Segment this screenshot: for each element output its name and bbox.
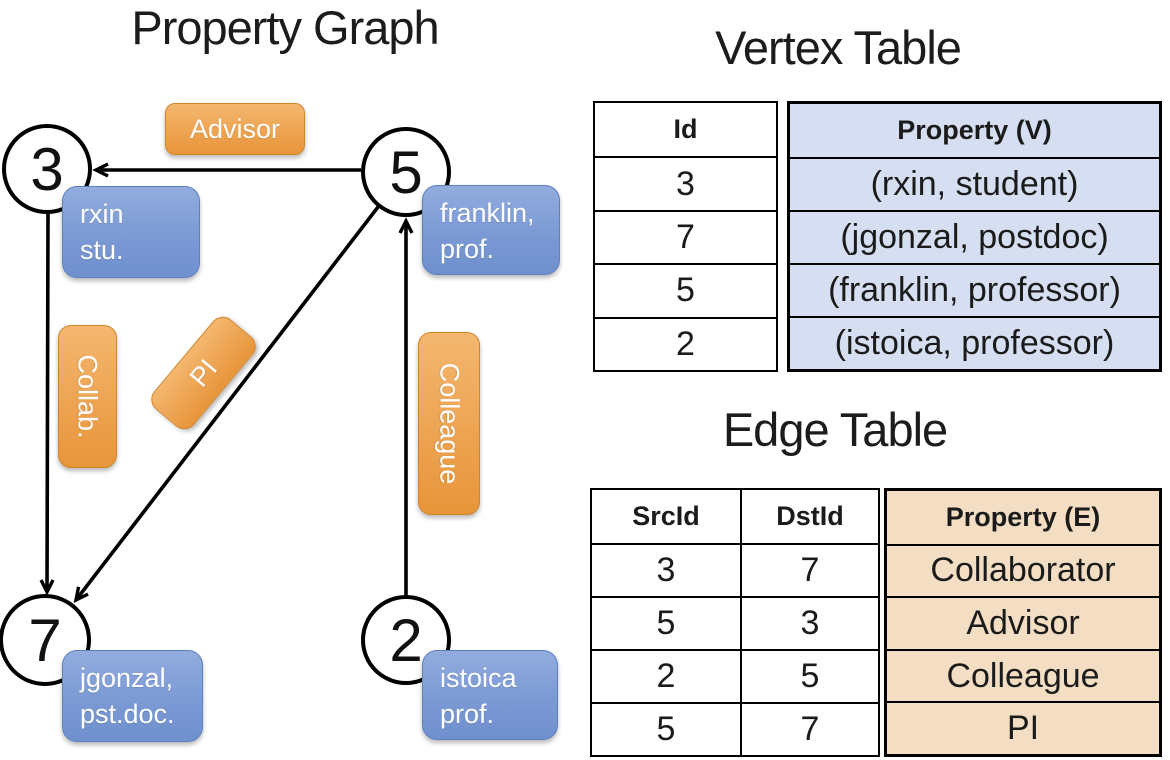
edge-property-cell: Colleague — [887, 648, 1159, 702]
vertex-label-rxin: rxin stu. — [62, 186, 200, 278]
edge-dst-cell: 5 — [740, 649, 878, 702]
vertex-number: 3 — [30, 135, 64, 203]
vertex-label-line2: stu. — [80, 234, 124, 265]
edge-line-collab-3-to-7 — [39, 213, 55, 596]
edge-table-title: Edge Table — [722, 403, 948, 456]
edge-label-text: Colleague — [434, 362, 465, 485]
edge-label-text: Advisor — [189, 113, 281, 144]
edge-dst-cell: 3 — [740, 596, 878, 649]
vertex-table-title: Vertex Table — [715, 21, 962, 74]
vertex-label-franklin: franklin, prof. — [422, 185, 560, 275]
vertex-property-cell: (istoica, professor) — [790, 316, 1159, 369]
vertex-id-cell: 5 — [595, 263, 776, 316]
vertex-table-property-column: Property (V) (rxin, student) (jgonzal, p… — [787, 101, 1162, 372]
vertex-label-line2: prof. — [440, 233, 495, 264]
vertex-label-line2: pst.doc. — [80, 698, 175, 729]
edge-label-collab: Collab. — [58, 325, 117, 468]
edge-property-cell: Collaborator — [887, 543, 1159, 597]
vertex-label-istoica: istoica prof. — [422, 650, 558, 740]
edge-property-cell: Advisor — [887, 596, 1159, 649]
vertex-id-cell: 2 — [595, 316, 776, 370]
vertex-label-line2: prof. — [440, 698, 495, 729]
edge-table-src-dst-columns: SrcId DstId 3 7 5 3 2 5 5 7 — [590, 488, 880, 757]
edge-dst-cell: 7 — [740, 543, 878, 596]
vertex-circle-5: 5 — [361, 127, 451, 217]
edge-table-header-property: Property (E) — [945, 501, 1101, 532]
edge-src-cell: 5 — [592, 596, 740, 649]
vertex-circle-2: 2 — [361, 595, 451, 685]
vertex-property-cell: (rxin, student) — [790, 157, 1159, 210]
vertex-id-cell: 7 — [595, 209, 776, 263]
property-graph-title: Property Graph — [131, 1, 439, 54]
vertex-number: 5 — [389, 138, 423, 206]
edge-table-header-dstid: DstId — [740, 490, 878, 543]
edge-label-text: Collab. — [73, 354, 104, 439]
edge-src-cell: 2 — [592, 649, 740, 702]
vertex-number: 7 — [28, 606, 62, 674]
edge-label-colleague: Colleague — [418, 332, 480, 515]
edge-src-cell: 5 — [592, 702, 740, 755]
vertex-label-line1: jgonzal, — [80, 663, 174, 693]
vertex-id-cell: 3 — [595, 156, 776, 209]
edge-src-cell: 3 — [592, 543, 740, 596]
edge-label-advisor: Advisor — [165, 103, 305, 155]
vertex-table-id-column: Id 3 7 5 2 — [593, 101, 778, 372]
vertex-number: 2 — [389, 606, 423, 674]
vertex-table-header-property: Property (V) — [897, 115, 1052, 145]
edge-label-text: PI — [183, 353, 223, 393]
edge-dst-cell: 7 — [740, 702, 878, 755]
vertex-property-cell: (franklin, professor) — [790, 263, 1159, 316]
vertex-label-line1: franklin, — [440, 198, 535, 228]
vertex-label-line1: rxin — [80, 199, 124, 229]
graph-edges-svg — [39, 162, 414, 604]
vertex-table-header-id: Id — [673, 114, 698, 145]
edge-property-cell: PI — [887, 701, 1159, 754]
edge-line-pi-5-to-7 — [73, 205, 380, 604]
vertex-label-jgonzal: jgonzal, pst.doc. — [62, 650, 203, 742]
edge-table-property-column: Property (E) Collaborator Advisor Collea… — [884, 488, 1162, 757]
vertex-label-line1: istoica — [440, 663, 517, 693]
edge-table-header-srcid: SrcId — [632, 501, 700, 531]
vertex-property-cell: (jgonzal, postdoc) — [790, 210, 1159, 263]
